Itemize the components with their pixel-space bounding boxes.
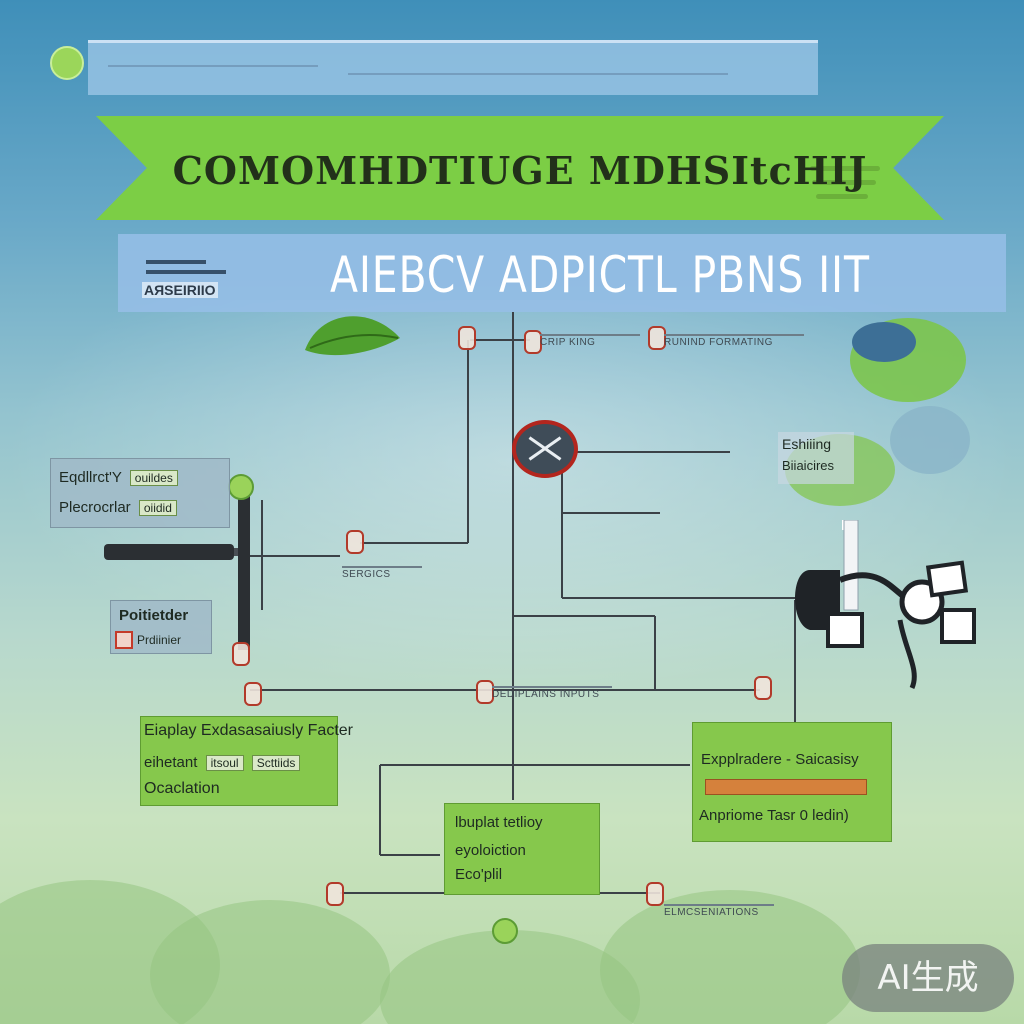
node-label: SERGICS REEMIEN	[342, 566, 422, 581]
ai-generated-badge: AI生成	[842, 944, 1014, 1012]
diagram-subtitle: AIEBCV ADPICTL PBNS IIT	[330, 246, 870, 304]
node-label: DEDIPLAINS INPUTS	[492, 686, 612, 701]
connector-node[interactable]	[458, 326, 476, 350]
progress-bar	[705, 779, 867, 795]
box-text: Eco'plil	[455, 866, 503, 883]
connector-node[interactable]	[524, 330, 542, 354]
box-text: eihetant itsoul Scttiids	[144, 754, 301, 771]
background-foliage	[600, 890, 860, 1024]
status-dot-icon	[50, 46, 84, 80]
connector-node[interactable]	[754, 676, 772, 700]
info-box-right[interactable]: Expplradere - Saicasisy Anpriome Tasr 0 …	[692, 722, 892, 842]
box-text: Eshiiing	[782, 436, 832, 452]
top-header-bar	[88, 40, 818, 95]
connector-node[interactable]	[648, 326, 666, 350]
cable-plug-icon	[104, 544, 244, 560]
subtitle-bar	[118, 234, 1006, 312]
subtitle-logo: AЯSEIRIIO	[142, 256, 250, 300]
connector-node[interactable]	[346, 530, 364, 554]
box-text: Prdiinier	[115, 631, 181, 650]
box-text: lbuplat tetlioy	[455, 814, 543, 831]
box-title: Poitietder	[119, 607, 189, 624]
box-text: Eqdllrct'Y ouildes	[59, 469, 178, 486]
box-heading: Eiaplay Exdasasaiusly Facter	[144, 722, 353, 739]
connector-node[interactable]	[232, 642, 250, 666]
info-box-top-left[interactable]: Eqdllrct'Y ouildes Plecrocrlar oiidid	[50, 458, 230, 528]
connector-node[interactable]	[476, 680, 494, 704]
box-text: Ocaclation	[144, 780, 220, 797]
title-banner	[96, 116, 944, 220]
leaf-icon	[305, 316, 400, 356]
box-text: Anpriome Tasr 0 ledin)	[699, 807, 849, 824]
node-label: RUNIND FORMATING TOPICS	[664, 334, 804, 349]
connector-post	[238, 480, 250, 650]
info-box-center-bottom[interactable]: lbuplat tetlioy eyoloiction Eco'plil	[444, 803, 600, 895]
green-node-icon	[228, 474, 254, 500]
device-cluster-icon	[795, 520, 976, 690]
box-text: Expplradere - Saicasisy	[701, 751, 859, 768]
box-text: eyoloiction	[455, 842, 526, 859]
box-text: Plecrocrlar oiidid	[59, 499, 177, 516]
node-label: ELMCSENIATIONS	[664, 904, 774, 919]
info-box-mid-left[interactable]: Poitietder Prdiinier	[110, 600, 212, 654]
central-hub-icon	[512, 420, 578, 478]
info-box-lower-left[interactable]: Eiaplay Exdasasaiusly Facter eihetant it…	[140, 716, 400, 808]
box-text: Biiaicires	[782, 458, 835, 473]
connector-node[interactable]	[326, 882, 344, 906]
background-foliage	[150, 900, 390, 1024]
node-label: CRIP KING PCISTIONO	[540, 334, 640, 349]
connector-node[interactable]	[244, 682, 262, 706]
connector-node[interactable]	[646, 882, 664, 906]
green-node-icon	[492, 918, 518, 944]
diagram-title: COMOMHDTIUGE MDHSItcHIJ	[172, 148, 868, 193]
info-label-right[interactable]: Eshiiing Biiaicires	[778, 432, 854, 484]
